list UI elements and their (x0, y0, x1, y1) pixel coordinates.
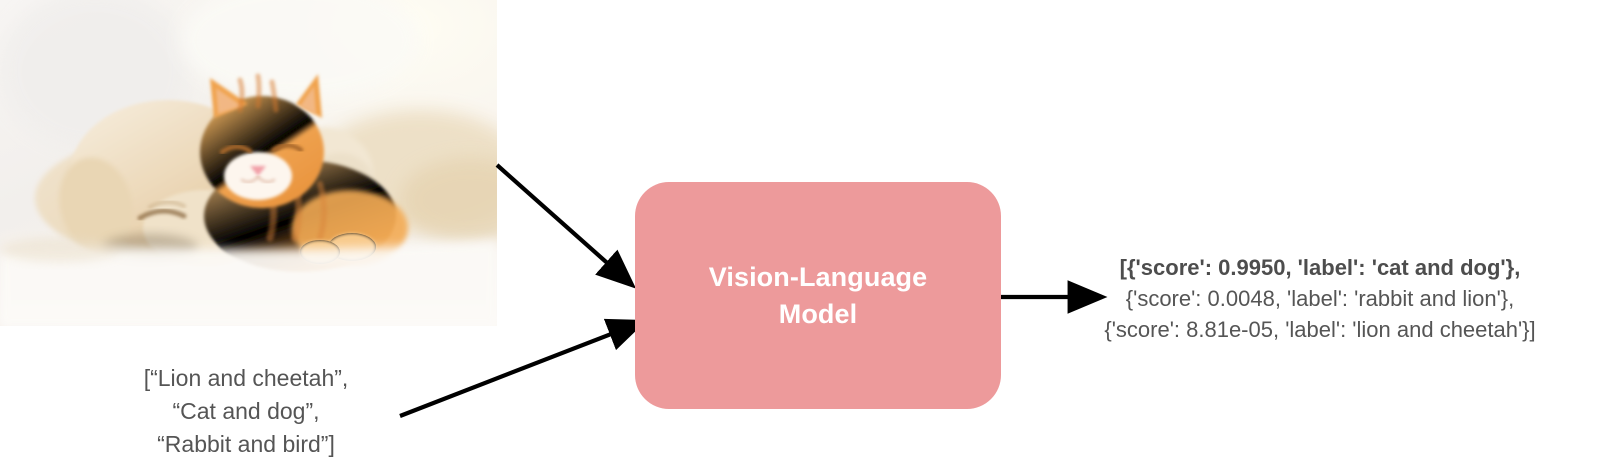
output-line-third-prediction: {'score': 8.81e-05, 'label': 'lion and c… (1104, 317, 1536, 342)
puppy-and-kitten-photo (0, 0, 497, 326)
text-prompt-labels: [“Lion and cheetah”, “Cat and dog”, “Rab… (143, 365, 349, 457)
arrow-image-to-model (495, 163, 637, 289)
output-line-second-prediction: {'score': 0.0048, 'label': 'rabbit and l… (1125, 286, 1515, 311)
model-output: [{'score': 0.9950, 'label': 'cat and dog… (1040, 252, 1600, 345)
vision-language-model-box[interactable]: Vision-Language Model (635, 182, 1001, 409)
input-image (0, 0, 497, 326)
arrow-prompt-to-model (399, 318, 648, 418)
model-box-label: Vision-Language Model (708, 262, 928, 329)
output-line-top-prediction: [{'score': 0.9950, 'label': 'cat and dog… (1119, 255, 1521, 280)
